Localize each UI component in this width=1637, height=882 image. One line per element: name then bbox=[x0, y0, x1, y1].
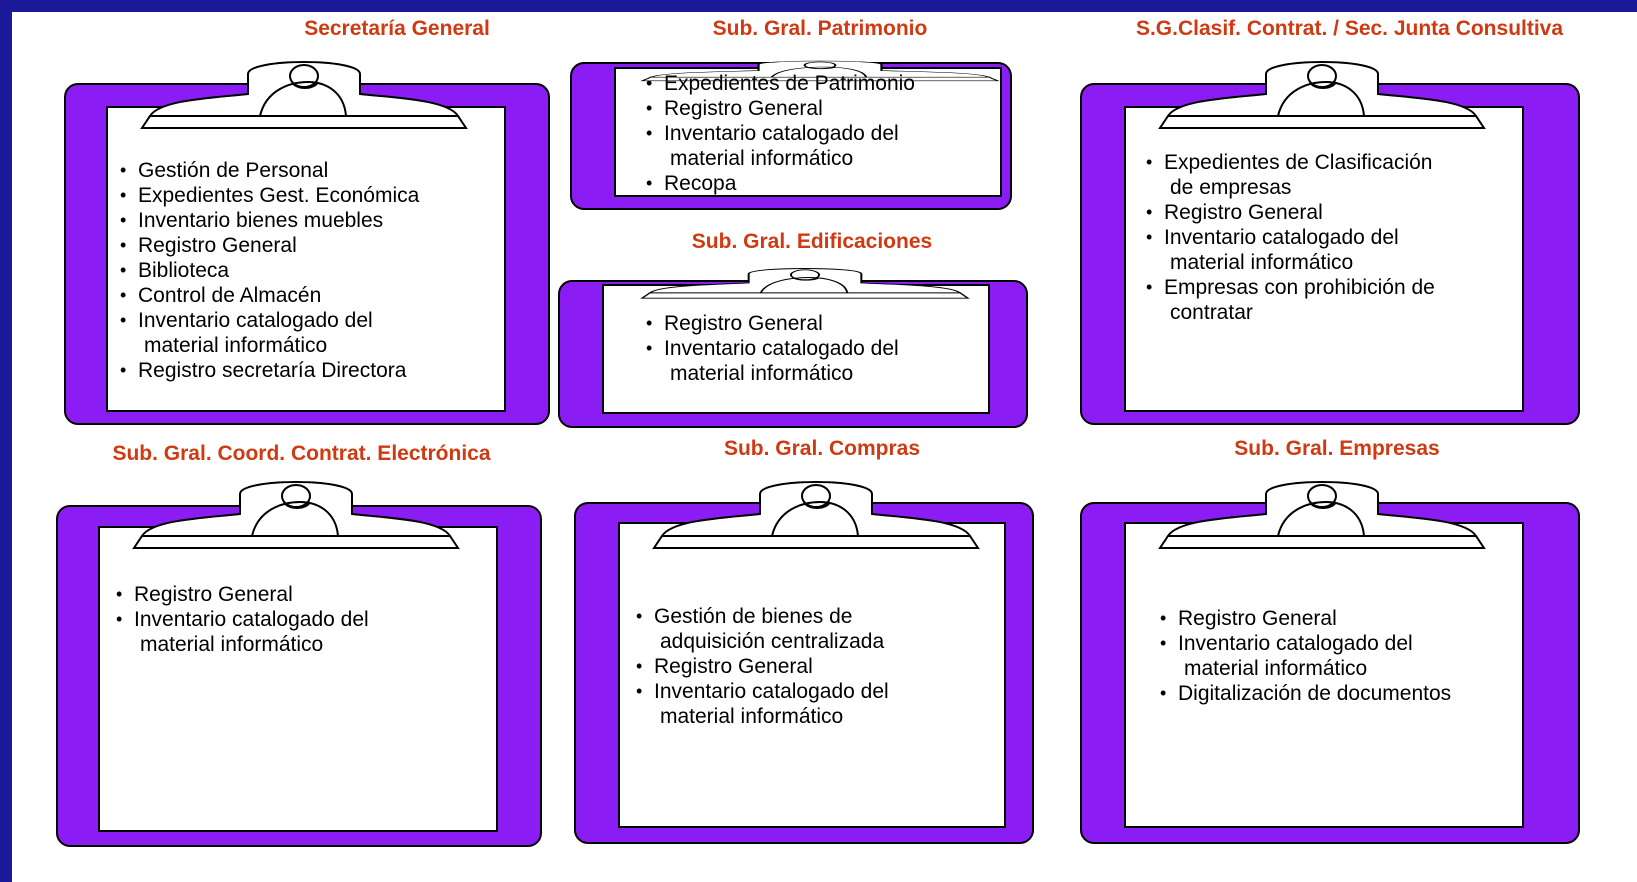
list-item-text: Inventario catalogado del bbox=[654, 680, 889, 703]
board-title: Sub. Gral. Edificaciones bbox=[691, 230, 933, 253]
list-item-text: Expedientes de Patrimonio bbox=[664, 72, 915, 95]
item-list: Registro GeneralInventario catalogado de… bbox=[114, 582, 369, 657]
list-item-continuation: adquisición centralizada bbox=[660, 630, 885, 653]
list-item-text: Expedientes de Clasificación bbox=[1164, 151, 1433, 174]
list-item-continuation: material informático bbox=[670, 362, 854, 385]
list-item-text: Registro secretaría Directora bbox=[138, 359, 407, 382]
list-item: Recopa bbox=[644, 171, 915, 196]
clipboard-paper bbox=[98, 526, 498, 832]
list-item-continuation: material informático bbox=[660, 705, 844, 728]
list-item: Registro General bbox=[644, 96, 915, 121]
list-item-text: Recopa bbox=[664, 172, 737, 195]
list-item: Registro General bbox=[118, 233, 419, 258]
list-item: Digitalización de documentos bbox=[1158, 681, 1451, 706]
board-title: Sub. Gral. Coord. Contrat. Electrónica bbox=[112, 442, 491, 465]
list-item: Registro secretaría Directora bbox=[118, 358, 419, 383]
list-item-text: Gestión de Personal bbox=[138, 159, 329, 182]
list-item-continuation: material informático bbox=[140, 633, 324, 656]
list-item-text: Registro General bbox=[664, 97, 823, 120]
item-list: Gestión de PersonalExpedientes Gest. Eco… bbox=[118, 158, 419, 383]
clipboard-clip-icon bbox=[1158, 52, 1486, 137]
list-item: Biblioteca bbox=[118, 258, 419, 283]
list-item: Inventario bienes muebles bbox=[118, 208, 419, 233]
list-item-text: Registro General bbox=[664, 312, 823, 335]
list-item-text: Digitalización de documentos bbox=[1178, 682, 1452, 705]
list-item-text: Inventario catalogado del bbox=[664, 122, 899, 145]
list-item: Registro General bbox=[634, 654, 889, 679]
list-item-text: Registro General bbox=[654, 655, 813, 678]
list-item: Gestión de Personal bbox=[118, 158, 419, 183]
board-title: Secretaría General bbox=[304, 17, 490, 40]
list-item-text: Inventario bienes muebles bbox=[138, 209, 384, 232]
list-item-continuation: material informático bbox=[1170, 251, 1354, 274]
list-item-continuation: material informático bbox=[1184, 657, 1368, 680]
list-item: Registro General bbox=[1158, 606, 1451, 631]
clipboard-clip-icon bbox=[652, 472, 980, 557]
list-item-continuation: de empresas bbox=[1170, 176, 1292, 199]
list-item-text: Inventario catalogado del bbox=[1178, 632, 1413, 655]
clipboard-clip-icon bbox=[140, 52, 468, 137]
board-title: Sub. Gral. Compras bbox=[723, 437, 921, 460]
item-list: Registro GeneralInventario catalogado de… bbox=[644, 311, 899, 386]
clipboard-diagram: Secretaría GeneralGestión de PersonalExp… bbox=[12, 12, 1637, 882]
list-item: Registro General bbox=[1144, 200, 1435, 225]
list-item-text: Registro General bbox=[138, 234, 297, 257]
board-title: S.G.Clasif. Contrat. / Sec. Junta Consul… bbox=[1135, 17, 1564, 40]
list-item-text: Biblioteca bbox=[138, 259, 230, 282]
item-list: Registro GeneralInventario catalogado de… bbox=[1158, 606, 1451, 706]
item-list: Expedientes de PatrimonioRegistro Genera… bbox=[644, 71, 915, 196]
list-item-text: Expedientes Gest. Económica bbox=[138, 184, 420, 207]
list-item-text: Inventario catalogado del bbox=[138, 309, 373, 332]
list-item: Registro General bbox=[644, 311, 899, 336]
list-item-text: Empresas con prohibición de bbox=[1164, 276, 1435, 299]
board-title: Sub. Gral. Patrimonio bbox=[712, 17, 928, 40]
list-item-text: Registro General bbox=[134, 583, 293, 606]
list-item-text: Inventario catalogado del bbox=[1164, 226, 1399, 249]
list-item-text: Control de Almacén bbox=[138, 284, 322, 307]
list-item: Expedientes de Patrimonio bbox=[644, 71, 915, 96]
list-item: Expedientes Gest. Económica bbox=[118, 183, 419, 208]
list-item: Control de Almacén bbox=[118, 283, 419, 308]
clipboard-clip-icon bbox=[1158, 472, 1486, 557]
board-title: Sub. Gral. Empresas bbox=[1234, 437, 1440, 460]
clipboard-clip-icon bbox=[132, 472, 460, 557]
list-item-continuation: material informático bbox=[144, 334, 328, 357]
list-item-continuation: material informático bbox=[670, 147, 854, 170]
clipboard-clip-icon bbox=[640, 264, 970, 305]
list-item-continuation: contratar bbox=[1170, 301, 1253, 324]
list-item-text: Registro General bbox=[1178, 607, 1337, 630]
list-item: Registro General bbox=[114, 582, 369, 607]
list-item-text: Inventario catalogado del bbox=[134, 608, 369, 631]
list-item-text: Inventario catalogado del bbox=[664, 337, 899, 360]
list-item-text: Registro General bbox=[1164, 201, 1323, 224]
list-item-text: Gestión de bienes de bbox=[654, 605, 853, 628]
